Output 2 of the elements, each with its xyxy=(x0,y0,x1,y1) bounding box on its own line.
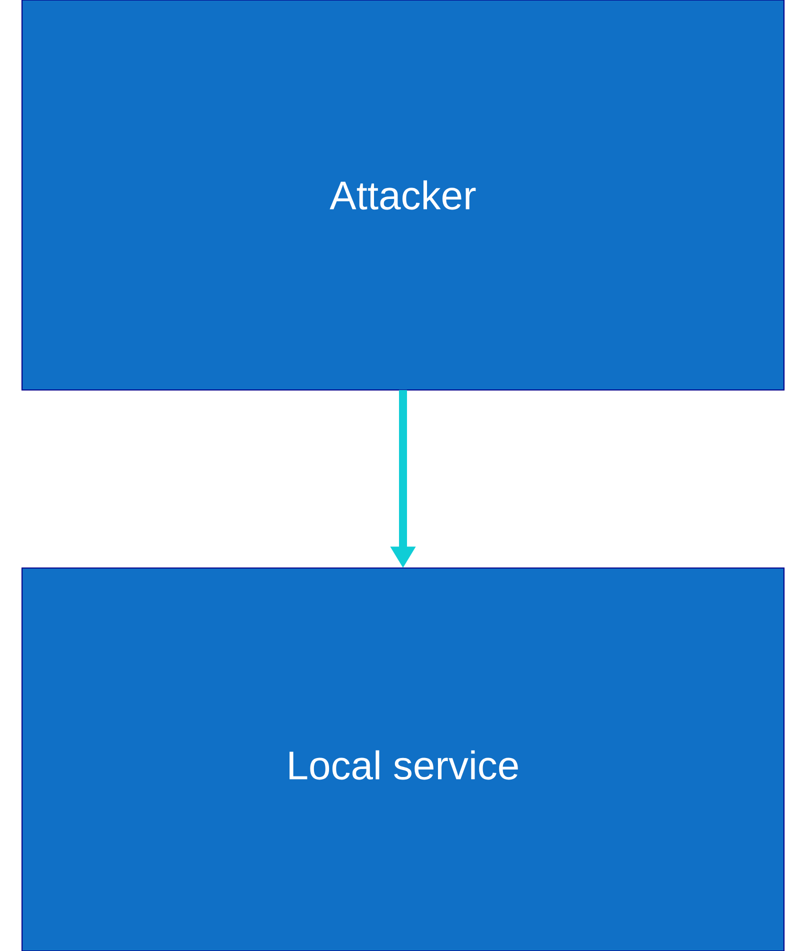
process-box: Local service xyxy=(21,567,785,951)
process-box: Attacker xyxy=(21,0,785,391)
